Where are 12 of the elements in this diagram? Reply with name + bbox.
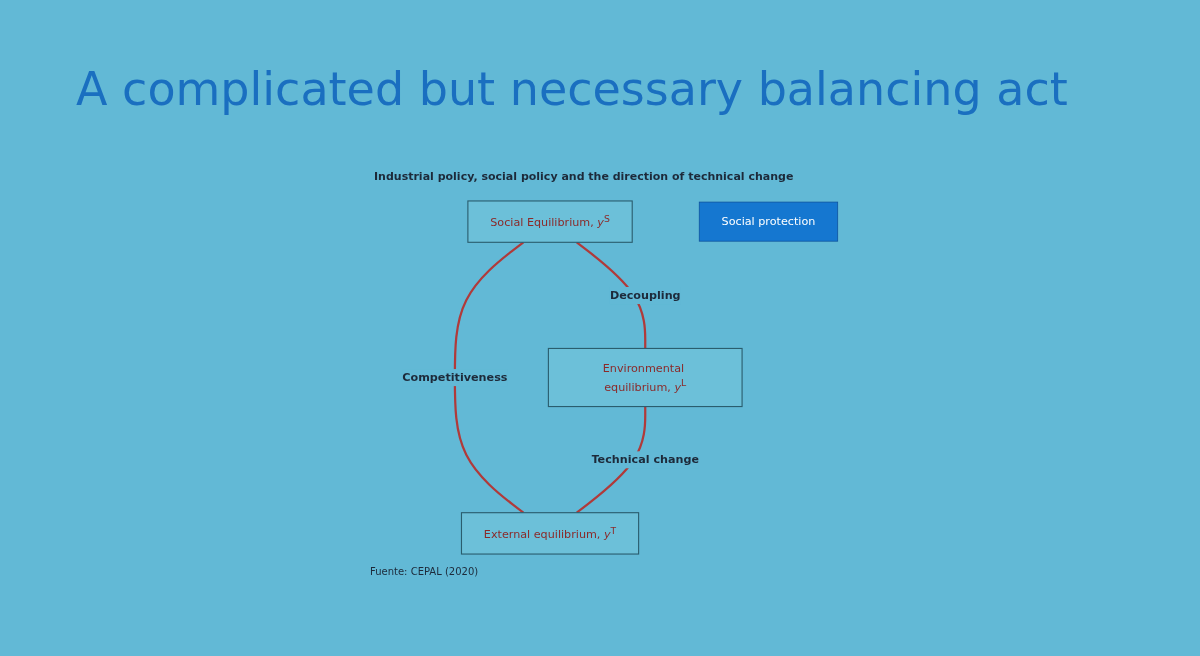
node-box: Social Equilibrium, y$^{S}$ xyxy=(467,200,633,243)
figure-subtitle: Industrial policy, social policy and the direction of technical change xyxy=(374,170,794,183)
connector xyxy=(453,241,525,514)
node-box: Environmental equilibrium, y$^{L}$ xyxy=(547,347,743,408)
node-box: Social protection xyxy=(698,201,839,242)
edge-label: Decoupling xyxy=(609,288,681,302)
edge-label: Technical change xyxy=(591,452,700,467)
slide-title: A complicated but necessary balancing act xyxy=(76,62,1068,116)
connector xyxy=(576,241,647,349)
node-box: External equilibrium, y$^{T}$ xyxy=(460,512,640,555)
source-note: Fuente: CEPAL (2020) xyxy=(370,566,479,577)
edge-label: Competitiveness xyxy=(402,370,508,385)
